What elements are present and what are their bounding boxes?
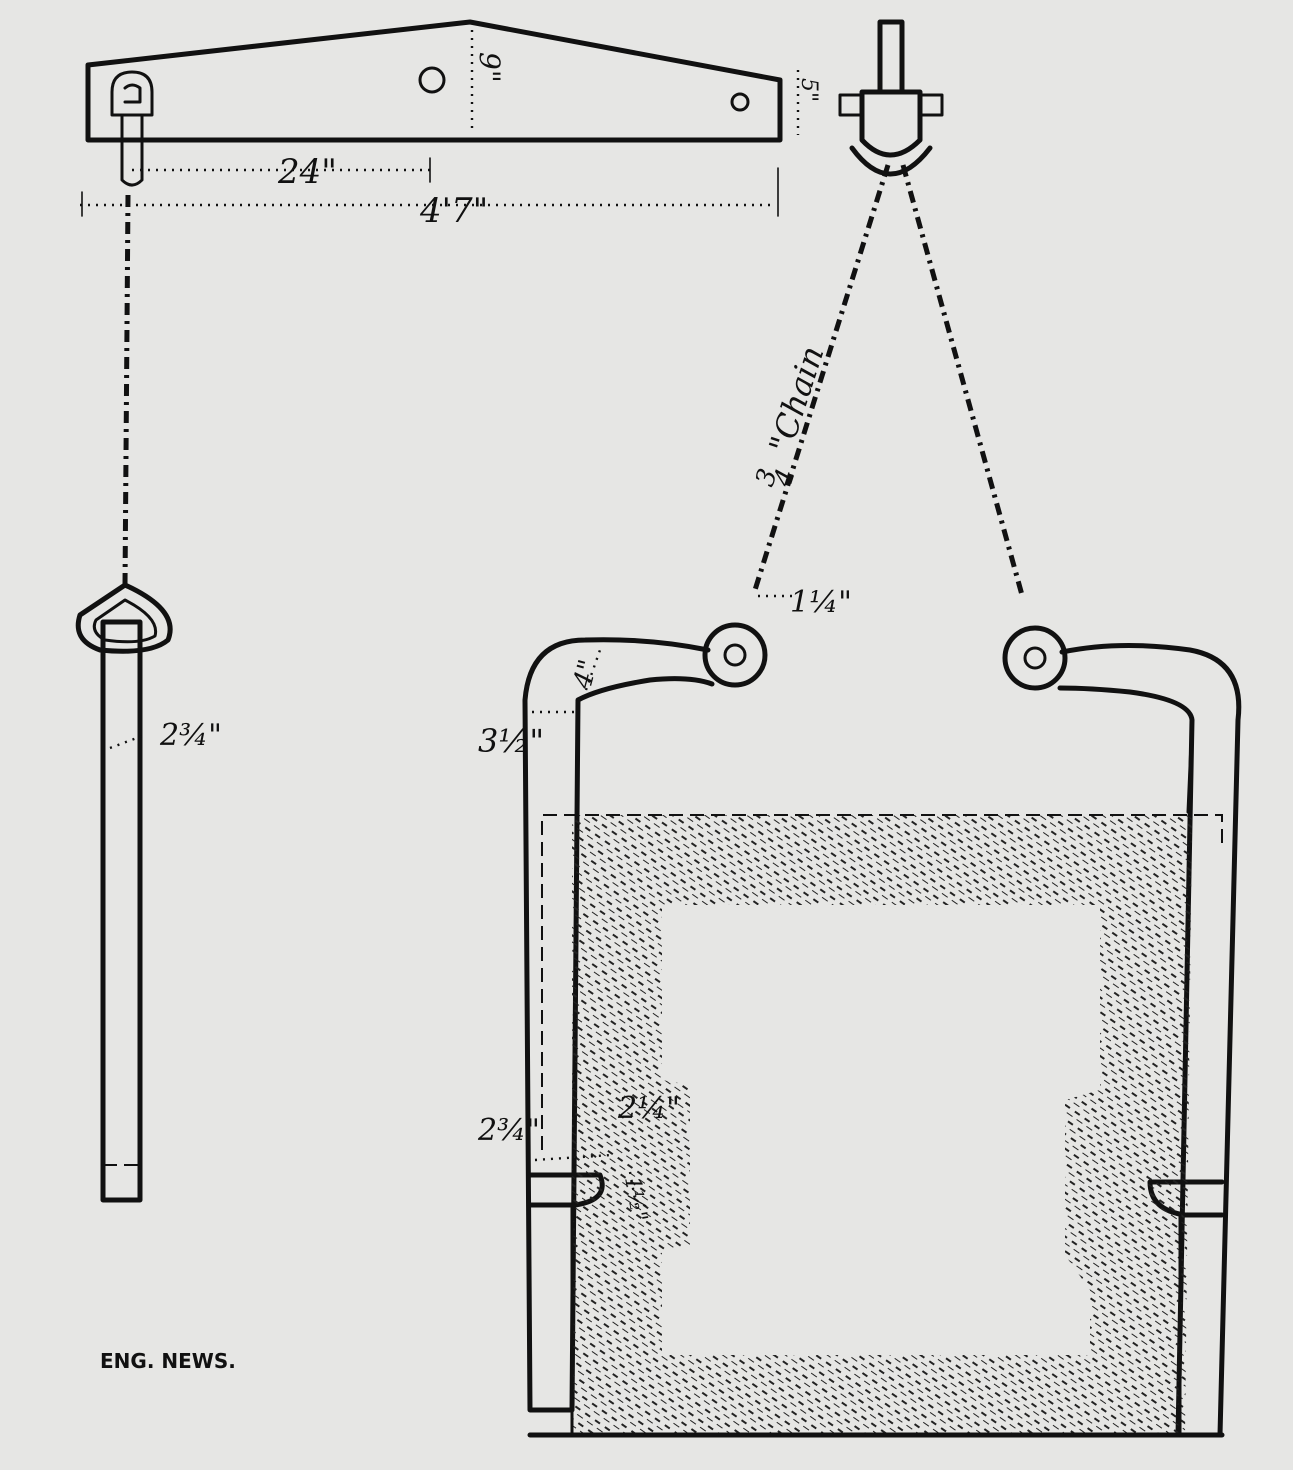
dim-shackle-offset: 24" bbox=[277, 152, 337, 192]
dim-rod-diameter: 2¾" bbox=[159, 718, 222, 753]
side-tong-rod bbox=[100, 619, 143, 1203]
dim-lip-depth: 2¼" bbox=[617, 1091, 680, 1126]
right-tong-arm bbox=[1057, 642, 1242, 1438]
beam-shackle bbox=[110, 70, 154, 187]
front-shackle bbox=[838, 19, 944, 177]
side-ring bbox=[75, 582, 173, 654]
dim-beam-depth: 9" bbox=[473, 52, 506, 83]
right-lifting-eye bbox=[1002, 625, 1068, 691]
credit-eng-news: ENG. NEWS. bbox=[100, 1349, 236, 1373]
dim-bar-thickness: 3½" bbox=[478, 722, 544, 760]
left-tong-arm bbox=[522, 637, 715, 1413]
spreader-beam bbox=[85, 19, 800, 143]
dim-bar-width: 4" bbox=[568, 657, 605, 693]
front-chain-left bbox=[752, 164, 891, 591]
front-chain-right bbox=[900, 164, 1025, 596]
dim-link-size: 1¼" bbox=[790, 585, 852, 620]
left-lifting-eye bbox=[702, 622, 768, 688]
chain-label: "Chain bbox=[761, 341, 831, 457]
dim-beam-length: 4'7" bbox=[419, 191, 488, 231]
dim-beam-thickness: 5" bbox=[796, 78, 821, 102]
hatched-load-block bbox=[572, 815, 1192, 1435]
side-chain bbox=[122, 194, 131, 586]
dim-lip-width: 2¾" bbox=[477, 1113, 540, 1148]
